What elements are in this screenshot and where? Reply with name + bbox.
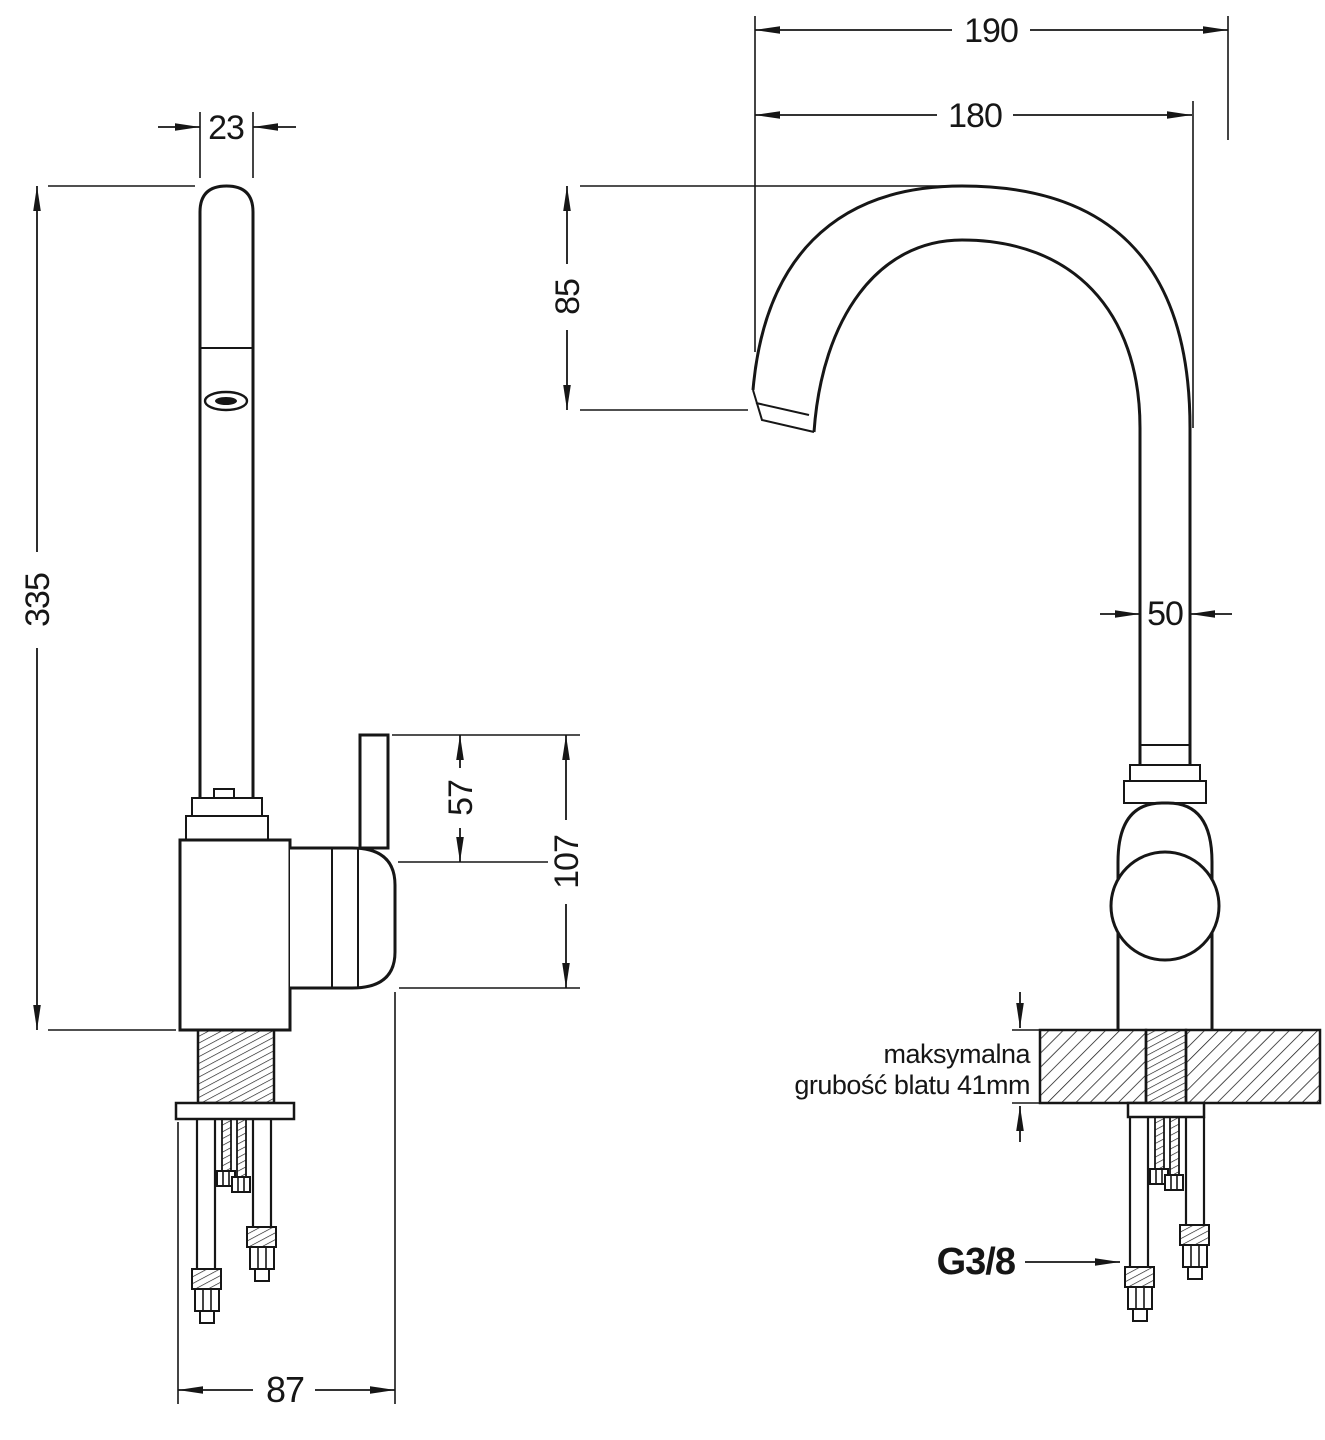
- spout-tip-aerator: [755, 402, 810, 416]
- side-flange: [174, 1101, 296, 1121]
- neck-collar-lower: [185, 815, 269, 841]
- front-collar-upper: [1129, 764, 1201, 782]
- thread-size-label: G3/8: [937, 1241, 1015, 1283]
- front-collar-lower: [1123, 780, 1207, 804]
- dim-body-height: 107: [399, 735, 586, 989]
- dim-column-width: 50: [1100, 595, 1232, 633]
- dim-spout-reach-label: 180: [948, 97, 1002, 135]
- dim-column-width-label: 50: [1147, 595, 1183, 633]
- front-spout-inner: [812, 238, 1142, 765]
- dim-base-width: 87: [177, 992, 396, 1410]
- dim-total-height-label: 335: [19, 573, 57, 627]
- dim-overall-reach-label: 190: [964, 12, 1018, 50]
- side-threaded-shank: [196, 1028, 276, 1105]
- dim-spout-clearance: 85: [548, 185, 950, 411]
- dim-spout-pipe-width: 23: [158, 109, 296, 178]
- dim-spout-pipe-width-label: 23: [208, 109, 244, 147]
- side-view: 23 335 57 107: [16, 109, 586, 1410]
- side-spout-pipe: [198, 184, 255, 798]
- dim-spout-reach: 180: [755, 97, 1194, 428]
- countertop-note-line1: maksymalna: [883, 1039, 1031, 1069]
- handle-lever: [358, 733, 390, 850]
- dim-spout-clearance-label: 85: [549, 279, 587, 315]
- handle-housing: [290, 846, 397, 990]
- side-body: [178, 838, 292, 1032]
- front-flange: [1126, 1101, 1206, 1119]
- front-view: 190 180 85 50 maksymalna: [548, 12, 1322, 1323]
- dim-lever-height: 57: [392, 734, 580, 863]
- front-mounting-hardware: [1123, 1115, 1211, 1323]
- front-threaded-shank: [1144, 1028, 1188, 1105]
- front-spout-outer: [751, 184, 1192, 765]
- thread-callout: G3/8: [937, 1241, 1120, 1283]
- countertop: [1012, 1028, 1322, 1105]
- countertop-note-line2: grubość blatu 41mm: [794, 1070, 1030, 1100]
- aerator-outlet-core: [215, 397, 237, 405]
- dim-lever-height-label: 57: [442, 780, 480, 816]
- side-mounting-hardware: [190, 1117, 278, 1325]
- neck-collar-upper: [191, 797, 263, 817]
- dim-total-height: 335: [16, 185, 195, 1031]
- dim-body-height-label: 107: [548, 835, 586, 889]
- dim-base-width-label: 87: [266, 1369, 304, 1410]
- dim-overall-reach: 190: [754, 12, 1229, 352]
- countertop-thickness-note: maksymalna grubość blatu 41mm: [794, 992, 1032, 1142]
- spout-tip-cut: [752, 389, 815, 433]
- handle-knob: [1109, 850, 1221, 962]
